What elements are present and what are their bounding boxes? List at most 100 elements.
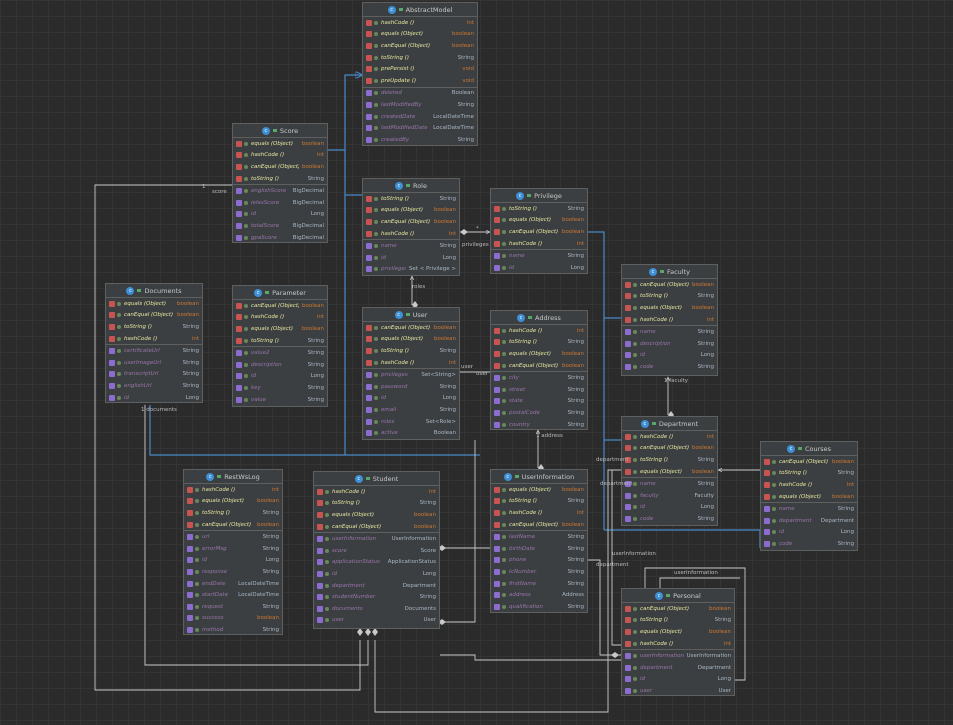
method-row[interactable]: canEqual (Object)boolean	[233, 161, 327, 173]
method-row[interactable]: equals (Object)boolean	[622, 302, 717, 314]
method-row[interactable]: toString ()String	[233, 173, 327, 185]
method-row[interactable]: toString ()String	[761, 468, 857, 480]
method-row[interactable]: toString ()String	[363, 193, 459, 205]
method-row[interactable]: equals (Object)boolean	[314, 509, 439, 521]
method-row[interactable]: hashCode ()int	[106, 333, 202, 345]
method-row[interactable]: hashCode ()int	[622, 431, 717, 443]
method-row[interactable]: canEqual (Object)boolean	[491, 519, 587, 531]
method-row[interactable]: equals (Object)boolean	[491, 484, 587, 496]
method-row[interactable]: hashCode ()int	[233, 312, 327, 324]
method-row[interactable]: canEqual (Object)boolean	[363, 322, 459, 334]
method-row[interactable]: equals (Object)boolean	[184, 496, 282, 508]
method-row[interactable]: canEqual (Object)boolean	[491, 360, 587, 372]
method-row[interactable]: toString ()String	[491, 203, 587, 215]
method-row[interactable]: hashCode ()int	[314, 486, 439, 498]
method-row[interactable]: toString ()String	[622, 454, 717, 466]
method-row[interactable]: hashCode ()int	[363, 357, 459, 369]
method-row[interactable]: equals (Object)boolean	[233, 138, 327, 150]
method-row[interactable]: toString ()String	[491, 496, 587, 508]
method-row[interactable]: hashCode ()int	[491, 325, 587, 337]
method-row[interactable]: prePersist ()void	[363, 63, 477, 75]
method-row[interactable]: canEqual (Object)boolean	[363, 40, 477, 52]
method-row[interactable]: canEqual (Object)boolean	[761, 456, 857, 468]
method-row[interactable]: canEqual (Object)boolean	[363, 216, 459, 228]
method-row[interactable]: hashCode ()int	[491, 238, 587, 250]
method-row[interactable]: hashCode ()int	[184, 484, 282, 496]
method-row[interactable]: toString ()String	[314, 498, 439, 510]
method-row[interactable]: canEqual (Object)boolean	[622, 279, 717, 291]
method-row[interactable]: canEqual (Object)boolean	[622, 603, 734, 615]
method-row[interactable]: toString ()String	[363, 52, 477, 64]
method-row[interactable]: equals (Object)boolean	[363, 205, 459, 217]
method-row[interactable]: equals (Object)boolean	[233, 323, 327, 335]
method-row[interactable]: toString ()String	[233, 335, 327, 347]
method-row[interactable]: canEqual (Object)boolean	[491, 226, 587, 238]
method-row[interactable]: equals (Object)boolean	[622, 626, 734, 638]
method-row[interactable]: hashCode ()int	[363, 228, 459, 240]
method-row[interactable]: equals (Object)boolean	[363, 334, 459, 346]
method-row[interactable]: toString ()String	[491, 337, 587, 349]
method-row[interactable]: equals (Object)boolean	[106, 298, 202, 310]
method-row[interactable]: hashCode ()int	[491, 507, 587, 519]
method-row[interactable]: canEqual (Object)boolean	[314, 521, 439, 533]
method-row[interactable]: toString ()String	[106, 321, 202, 333]
